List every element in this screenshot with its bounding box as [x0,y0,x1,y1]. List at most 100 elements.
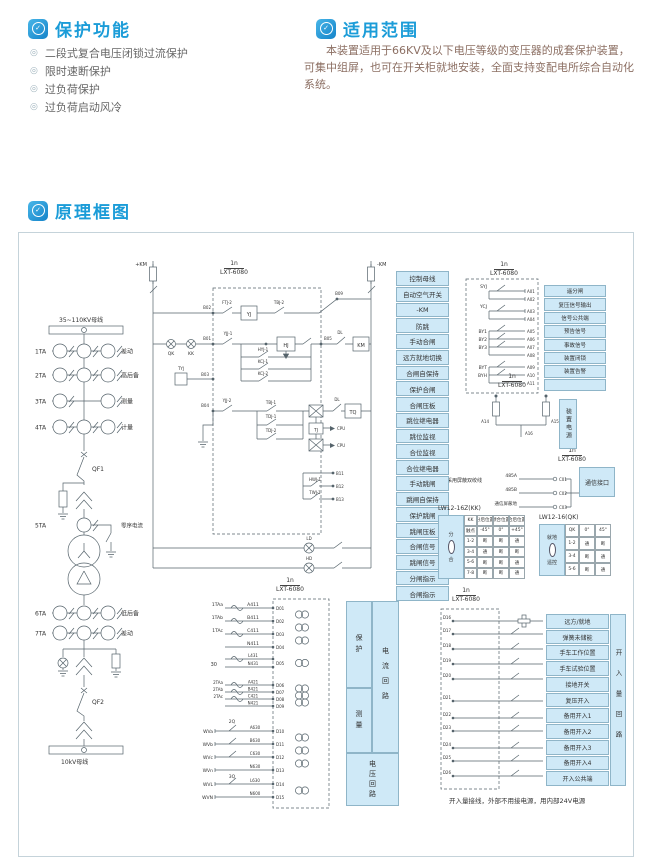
comm-interface-box: 通信接口 [579,467,615,497]
relay-label: YJJ-2 [222,398,232,403]
zero-label: 30 [211,662,217,668]
relay-label: YJJ-1 [223,331,233,336]
binary-group-label: 开入量回路 [610,614,626,786]
terminal-label: D26 [443,770,452,775]
terminal-label: B03 [201,372,209,377]
qk-cell: 断 [579,550,595,563]
kk-cell: 断 [493,567,509,579]
kk-cell: 断 [477,536,493,547]
ct-id: 1TA [35,349,47,356]
ct-phase: 1TAb [212,615,223,621]
qk-cell: 0° [579,524,595,537]
protect-group-label: 保护 [346,601,372,688]
qk-cell: 3-4 [565,550,579,563]
signal-label-column: 遥分闸 复压信号输出 信号公共端 预告信号 事故信号 装置闭锁 装置告警 [544,285,606,391]
function-label: 跳位监视 [396,428,449,444]
signal-label: 装置闭锁 [544,351,606,365]
terminal-label: D06 [276,683,285,688]
signal-contacts [465,278,539,394]
qk-cell: 45° [595,524,611,537]
voltage-circuit-label: 电压回路 [346,753,399,806]
diagram-section-header: ✓ 原理框图 [28,198,131,223]
contact-name: BYT [479,365,488,371]
ct-id: 2TA [35,373,47,380]
handle-pos-label: 就地 [546,535,557,541]
kk-cell: 断 [509,546,525,558]
kk-cell: 3-4 [464,546,477,558]
terminal-label: A10 [527,373,535,378]
relay-label: TBJ-1 [265,400,277,405]
switch-lever-icon [447,540,455,554]
function-label-column: 控制母线 自动空气开关 -KM 防跳 手动合闸 远方就地切换 合闸自保持 保护合… [396,271,449,602]
binary-label: 备用开入1 [546,708,609,724]
qk-cell: 断 [595,537,611,550]
terminal-label: A01 [527,289,535,294]
wire-label: A411 [247,602,259,608]
switch-label: 3Q [229,774,236,780]
check-icon: ✓ [31,204,45,217]
contact-name: SYJ [480,284,487,290]
ct-phase: 1TAc [212,628,223,634]
terminal-label: B12 [336,484,344,489]
feature-text: 过负荷保护 [44,83,100,96]
lamp-label: LD [306,536,311,541]
binary-label: 手车工作位置 [546,645,609,661]
kk-cell: 通 [509,567,525,579]
terminal-label: C02 [559,491,567,496]
contact-name: BYH [478,373,487,379]
function-label: 控制母线 [396,271,449,286]
terminal-label: D24 [443,742,452,747]
terminal-label: D17 [443,628,452,633]
binary-label: 备用开入2 [546,724,609,739]
contact-name: BY3 [479,345,488,351]
kk-cell: 5-6 [464,557,477,568]
function-label: 合位继电器 [396,460,449,475]
function-label: 防跳 [396,318,449,334]
ct-phase: 2TAb [213,687,223,692]
diagram-title: 原理框图 [55,203,131,223]
terminal-label: D21 [443,695,452,700]
relay-label: KCJ-1 [258,359,269,364]
relay-label: HJ [283,343,288,349]
wire-label: N421 [248,701,259,706]
handle-pos-label: 遥控 [546,560,557,566]
current-circuit-label: 电流回路 [372,601,399,753]
feature-text: 限时速断保护 [44,65,111,78]
relay-label: TDJ-1 [265,414,277,419]
contact-name: YCJ [479,304,487,310]
kk-cell: 合后位置 [509,515,525,526]
switch-label: KK [188,351,195,357]
wire-label: C421 [248,694,259,699]
list-item: ◎二段式复合电压闭锁过流保护 [30,44,188,62]
wire-label: N411 [247,641,259,647]
binary-label-column: 远方/就地 弹簧未储能 手车工作位置 手车试验位置 接地开关 复压开入 备用开入… [546,614,609,787]
qk-cell: 通 [595,563,611,576]
vt-source: WVb [203,742,214,748]
cpu-label: CPU [337,443,345,448]
primary-one-line [48,325,124,755]
terminal-label: D13 [276,768,285,773]
qk-handle-cell: 就地 遥控 [539,524,565,576]
wire-label: N630 [250,764,261,769]
terminal-label: B09 [335,291,343,296]
signal-label-empty [544,378,606,391]
terminal-label: B05 [324,336,332,341]
contact-label: DL [337,330,343,335]
list-item: ◎限时速断保护 [30,62,188,80]
qk-cell: 1-2 [565,537,579,550]
vt-source: WVa [203,729,213,735]
wire-label: A421 [248,680,259,685]
scope-section-header: ✓ 适用范围 [316,16,419,41]
ct-id: 3TA [35,399,47,406]
relay-label: TJ [313,428,318,434]
relay-label: HYJ-1 [258,347,269,352]
switch-label: QK [168,351,176,357]
